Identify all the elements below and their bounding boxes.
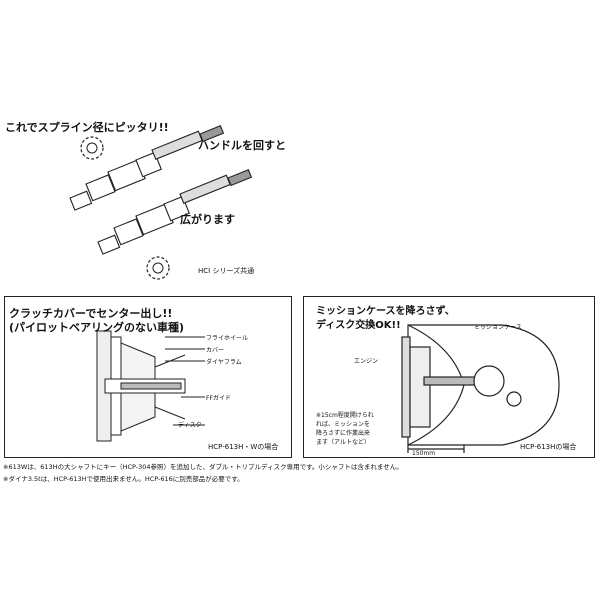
caption-spline-fit: これでスプライン径にピッタリ!! bbox=[5, 121, 169, 134]
transmission-case-drawing bbox=[401, 324, 560, 453]
label-diaphragm: ダイヤフラム bbox=[206, 359, 242, 366]
tool-upper bbox=[69, 125, 225, 211]
right-panel-caption: HCP-613Hの場合 bbox=[520, 443, 577, 451]
clutch-centering-panel bbox=[4, 296, 292, 458]
label-engine: エンジン bbox=[354, 358, 379, 365]
disc-replacement-panel bbox=[303, 296, 595, 458]
note-line2: れば、ミッションを bbox=[316, 421, 371, 428]
note-line1: ※15cm程度開けられ bbox=[316, 412, 374, 419]
note-line4: ます（アルトなど） bbox=[316, 439, 370, 446]
right-title-line2: ディスク交換OK!! bbox=[316, 320, 401, 331]
caption-series-common: HCI シリーズ共通 bbox=[198, 267, 255, 275]
left-panel-caption: HCP-613H・Wの場合 bbox=[208, 443, 279, 451]
footnote-line2: ※ダイナ3.5tは、HCP-613Hで使用出来ません。HCP-616に別売部品が… bbox=[3, 475, 244, 483]
caption-turn-handle: ハンドルを回すと bbox=[198, 139, 286, 152]
label-flywheel: フライホイール bbox=[206, 335, 249, 342]
spline-end-view-upper bbox=[80, 136, 104, 160]
tool-illustration bbox=[40, 110, 340, 290]
caption-expands: 広がります bbox=[180, 213, 235, 226]
label-cover: カバー bbox=[206, 347, 225, 354]
label-mission-case: ミッションケース bbox=[474, 324, 522, 331]
note-line3: 降ろさずに作業出来 bbox=[316, 430, 371, 437]
spline-end-view-lower bbox=[146, 256, 170, 280]
left-title-line2: (パイロットベアリングのない車種) bbox=[9, 321, 185, 334]
label-disc: ディスク bbox=[178, 422, 202, 429]
label-ff-guide: FFガイド bbox=[206, 395, 231, 402]
tool-lower bbox=[97, 169, 253, 255]
right-title-line1: ミッションケースを降ろさず、 bbox=[316, 306, 455, 317]
dimension-label: 150mm bbox=[412, 450, 436, 457]
left-title-line1: クラッチカバーでセンター出し!! bbox=[9, 307, 173, 320]
footnote-line1: ※613Wは、613Hの大シャフトにキー（HCP-304参照）を追加した、ダブル… bbox=[3, 463, 403, 471]
clutch-assembly-drawing bbox=[96, 330, 205, 442]
